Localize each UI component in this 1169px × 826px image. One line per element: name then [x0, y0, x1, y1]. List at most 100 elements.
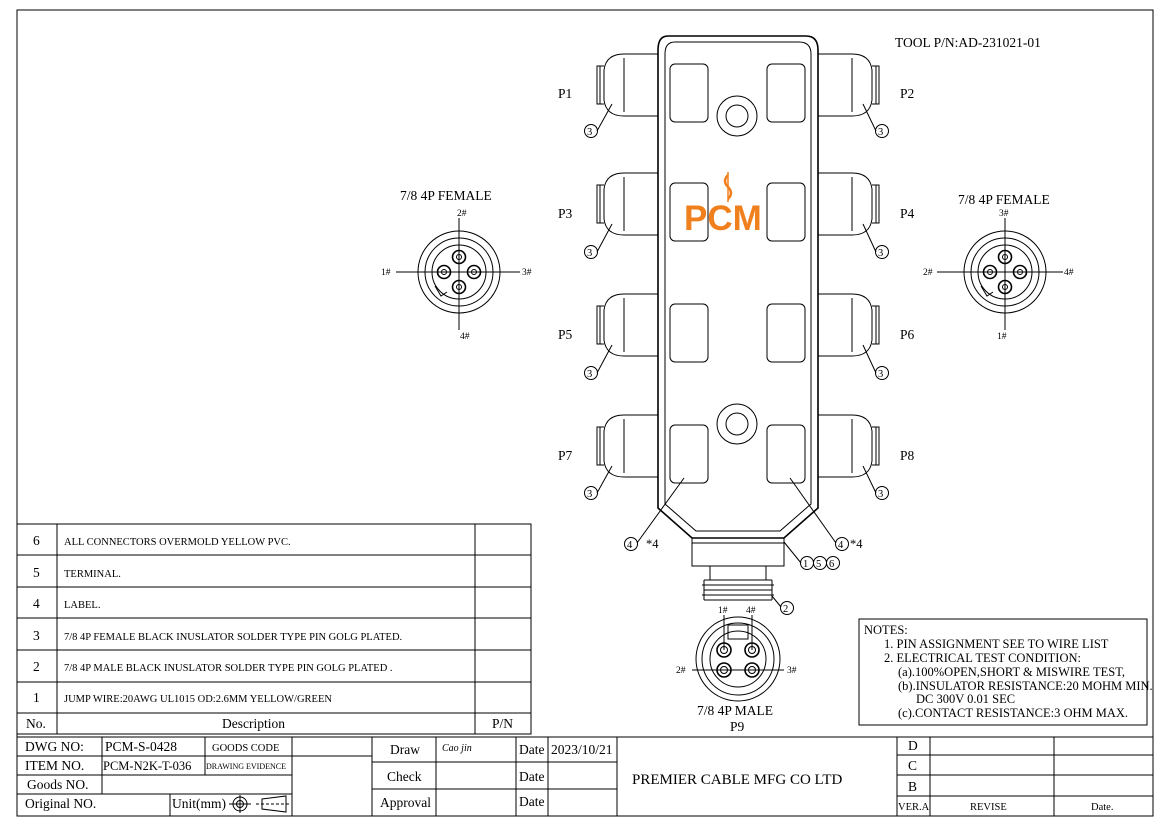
pin-label-top-right: 4#: [746, 606, 756, 616]
callout-3: 3: [587, 489, 592, 500]
notes-line: (b).INSULATOR RESISTANCE:20 MOHM MIN.: [898, 679, 1153, 693]
tool-part-number: TOOL P/N:AD-231021-01: [895, 35, 1041, 50]
bom-row-no: 3: [33, 628, 40, 643]
draw-date: 2023/10/21: [551, 742, 613, 757]
bom-row-no: 5: [33, 565, 40, 580]
pin-label-bottom: 4#: [460, 332, 470, 342]
callout-3: 3: [587, 127, 592, 138]
callout-4: 4: [627, 540, 633, 551]
male-title: 7/8 4P MALE: [697, 703, 773, 718]
port-label-p5: P5: [558, 327, 573, 342]
date-label: Date: [519, 794, 544, 809]
port-p2-connector: [817, 53, 880, 117]
port-label-p4: P4: [900, 206, 915, 221]
drawing-evidence-label: DRAWING EVIDENCE: [206, 762, 286, 771]
bom-row-desc: LABEL.: [64, 600, 100, 611]
callout-4: 4: [838, 540, 844, 551]
item-no-value: PCM-N2K-T-036: [103, 759, 191, 773]
port-label-p1: P1: [558, 86, 572, 101]
notes-box: NOTES: 1. PIN ASSIGNMENT SEE TO WIRE LIS…: [858, 618, 1153, 726]
pcm-logo: PCM: [684, 172, 762, 238]
callout-3: 3: [878, 369, 883, 380]
bom-row-desc: TERMINAL.: [64, 569, 121, 580]
pin-label-right: 4#: [1064, 268, 1074, 278]
female-right-title: 7/8 4P FEMALE: [958, 192, 1050, 207]
port-p5-connector: [596, 293, 659, 357]
callout-3: 3: [587, 248, 592, 259]
callout-body-group: 1 5 6: [783, 541, 840, 570]
pin-label-right: 3#: [787, 666, 797, 676]
revise-label: REVISE: [970, 802, 1007, 813]
date-label: Date: [519, 769, 544, 784]
bom-row-desc: JUMP WIRE:20AWG UL1015 OD:2.6MM YELLOW/G…: [64, 694, 332, 705]
callout-2: 2: [783, 604, 788, 615]
notes-line: 1. PIN ASSIGNMENT SEE TO WIRE LIST: [884, 637, 1109, 651]
callout-4-group: 4 *4 4 *4: [624, 477, 863, 551]
revision-c: C: [908, 758, 917, 773]
bom-row-no: 1: [33, 690, 40, 705]
pin-label-left: 2#: [676, 666, 686, 676]
check-label: Check: [387, 769, 422, 784]
bom-row-no: 4: [33, 596, 40, 611]
port-label-p8: P8: [900, 448, 915, 463]
pin-label-left: 1#: [381, 268, 391, 278]
pin-label-left: 2#: [923, 268, 933, 278]
male-subtitle: P9: [730, 719, 745, 734]
revision-date-label: Date.: [1091, 802, 1113, 813]
bom-row-desc: 7/8 4P MALE BLACK INUSLATOR SOLDER TYPE …: [64, 663, 393, 674]
bom-header-description: Description: [222, 716, 285, 731]
date-label: Date: [519, 742, 544, 757]
callout-6: 6: [829, 559, 834, 570]
original-no-label: Original NO.: [25, 796, 96, 811]
port-label-p7: P7: [558, 448, 573, 463]
bom-table: 6 ALL CONNECTORS OVERMOLD YELLOW PVC. 5 …: [16, 523, 532, 735]
projection-symbol-icon: [229, 795, 290, 813]
dwg-no-label: DWG NO:: [25, 739, 84, 754]
notes-title: NOTES:: [864, 623, 908, 637]
bom-row-desc: 7/8 4P FEMALE BLACK INUSLATOR SOLDER TYP…: [64, 632, 402, 643]
title-block: DWG NO: PCM-S-0428 GOODS CODE ITEM NO. P…: [16, 736, 1154, 817]
port-p4-connector: [817, 172, 880, 236]
svg-text:PCM: PCM: [684, 199, 762, 238]
revision-d: D: [908, 738, 918, 753]
version-label: VER.A: [898, 802, 930, 813]
pin-label-top: 3#: [999, 209, 1009, 219]
pin-label-bottom: 1#: [997, 332, 1007, 342]
draw-label: Draw: [390, 742, 420, 757]
port-p6-connector: [817, 293, 880, 357]
item-no-label: ITEM NO.: [25, 758, 84, 773]
port-p8-connector: [817, 414, 880, 478]
hub-body: [657, 35, 819, 601]
notes-line: (c).CONTACT RESISTANCE:3 OHM MAX.: [898, 706, 1128, 720]
port-p3-connector: [596, 172, 659, 236]
bom-row-no: 6: [33, 533, 40, 548]
callout-1: 1: [803, 559, 808, 570]
revision-b: B: [908, 779, 917, 794]
callout-2-group: 2: [771, 595, 794, 615]
port-p1-connector: [596, 53, 659, 117]
callout-3: 3: [878, 127, 883, 138]
bom-row-desc: ALL CONNECTORS OVERMOLD YELLOW PVC.: [64, 537, 291, 548]
pin-label-top-left: 1#: [718, 606, 728, 616]
port-p7-connector: [596, 414, 659, 478]
callout-4-qty: *4: [850, 537, 863, 551]
callout-3: 3: [878, 248, 883, 259]
female-connector-right: 7/8 4P FEMALE 3# 2# 4# 1#: [923, 192, 1074, 342]
callout-5: 5: [816, 559, 821, 570]
callout-4-qty: *4: [646, 537, 659, 551]
port-label-p2: P2: [900, 86, 914, 101]
goods-code-label: GOODS CODE: [212, 743, 279, 754]
company-name: PREMIER CABLE MFG CO LTD: [632, 772, 842, 788]
male-connector-p9: 1# 4# 2# 3# 7/8 4P MALE P9: [676, 606, 797, 734]
draw-signature: Cao jin: [442, 743, 472, 754]
callout-3: 3: [878, 489, 883, 500]
bom-header-pn: P/N: [492, 716, 513, 731]
notes-line: (a).100%OPEN,SHORT & MISWIRE TEST,: [898, 665, 1125, 679]
goods-no-label: Goods NO.: [27, 777, 89, 792]
notes-line: DC 300V 0.01 SEC: [916, 692, 1015, 706]
dwg-no-value: PCM-S-0428: [105, 739, 177, 754]
pin-label-right: 3#: [522, 268, 532, 278]
callout-3-group: 3 3 3 3 3 3 3 3: [584, 103, 889, 500]
bom-header-no: No.: [26, 716, 46, 731]
